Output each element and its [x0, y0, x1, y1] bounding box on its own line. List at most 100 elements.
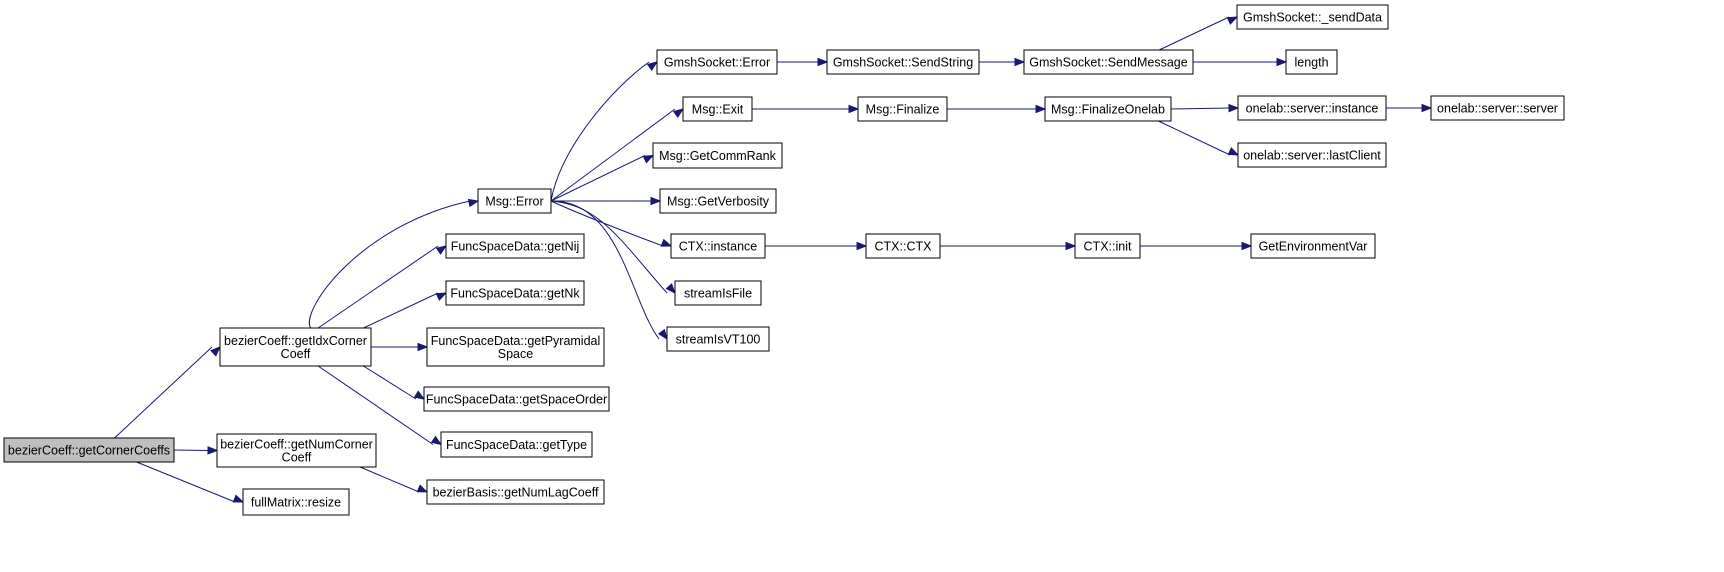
node-label: CTX::init	[1084, 240, 1132, 254]
node-box	[1430, 95, 1565, 121]
edge-getNum-to-getNumLag	[359, 466, 429, 493]
node-label: GmshSocket::_sendData	[1243, 11, 1382, 25]
node-msg-getcommrank[interactable]: Msg::GetCommRank	[652, 142, 783, 169]
call-edges	[114, 16, 1433, 503]
edge-line	[1158, 120, 1231, 156]
node-streamisvt100[interactable]: streamIsVT100	[666, 326, 770, 352]
edge-sendString-to-sendMessage	[979, 57, 1026, 67]
arrowhead	[1241, 241, 1253, 251]
arrowhead	[207, 446, 219, 455]
node-box	[1237, 95, 1387, 121]
node-ctx-ctx[interactable]: CTX::CTX	[865, 233, 941, 259]
node-label: CTX::CTX	[875, 240, 933, 254]
arrowhead	[1035, 104, 1047, 114]
edge-srvInstance-to-srvServer	[1386, 103, 1433, 113]
arrowhead	[1227, 147, 1240, 156]
node-box	[1074, 233, 1141, 259]
node-gmshsocket-senddata[interactable]: GmshSocket::_sendData	[1236, 4, 1389, 30]
edge-line	[363, 365, 417, 400]
node-ctx-init[interactable]: CTX::init	[1074, 233, 1141, 259]
edge-getIdx-to-getPyr	[371, 342, 429, 352]
node-funcspacedata-getnk[interactable]: FuncSpaceData::getNk	[445, 280, 585, 306]
node-label: FuncSpaceData::getSpaceOrder	[426, 393, 607, 407]
node-label: Coeff	[282, 451, 312, 465]
edge-line	[550, 200, 668, 294]
node-length[interactable]: length	[1285, 49, 1338, 75]
node-streamisfile[interactable]: streamIsFile	[674, 280, 762, 306]
node-label: Msg::Exit	[692, 103, 744, 117]
node-box	[682, 96, 753, 122]
node-gmshsocket-sendstring[interactable]: GmshSocket::SendString	[826, 49, 980, 75]
node-msg-exit[interactable]: Msg::Exit	[682, 96, 753, 122]
node-msg-finalize[interactable]: Msg::Finalize	[857, 96, 948, 122]
arrowhead	[848, 104, 860, 114]
edge-ctxCtx-to-ctxInit	[940, 241, 1077, 251]
node-box	[426, 327, 605, 367]
node-box	[857, 96, 948, 122]
node-bezierbasis-getnumlagcoeff[interactable]: bezierBasis::getNumLagCoeff	[426, 479, 605, 505]
edge-line	[550, 200, 664, 247]
edge-gsError-to-sendString	[777, 57, 829, 67]
node-box	[666, 326, 770, 352]
edge-finalizeOnelab-to-lastClient	[1158, 120, 1240, 156]
arrowhead	[1014, 57, 1026, 67]
node-label: Msg::GetVerbosity	[667, 195, 770, 209]
node-box	[426, 479, 605, 505]
edge-line	[1170, 107, 1231, 110]
node-onelab-server-lastclient[interactable]: onelab::server::lastClient	[1237, 142, 1387, 168]
node-fullmatrix-resize[interactable]: fullMatrix::resize	[242, 488, 350, 516]
node-box	[445, 280, 585, 306]
node-gmshsocket-error[interactable]: GmshSocket::Error	[656, 49, 778, 75]
node-funcspacedata-gettype[interactable]: FuncSpaceData::getType	[440, 431, 593, 458]
node-label: Msg::GetCommRank	[659, 149, 776, 163]
edge-msgError-to-ctxInstance	[550, 200, 673, 247]
arrowhead	[416, 484, 429, 493]
node-beziercoeff-getcornercoeffs[interactable]: bezierCoeff::getCornerCoeffs	[3, 437, 175, 463]
node-box	[1023, 49, 1194, 75]
node-label: GmshSocket::Error	[664, 56, 770, 70]
function-nodes: bezierCoeff::getCornerCoeffs bezierCoeff:…	[3, 4, 1565, 516]
edge-ctxInstance-to-ctxCtx	[765, 241, 868, 251]
node-msg-getverbosity[interactable]: Msg::GetVerbosity	[659, 188, 777, 214]
arrowhead	[672, 108, 685, 119]
node-box	[1237, 142, 1387, 168]
node-label: GetEnvironmentVar	[1259, 240, 1368, 254]
edge-msgError-to-streamFile	[550, 200, 676, 295]
node-label: CTX::instance	[679, 240, 758, 254]
edge-ctxInit-to-envVar	[1140, 241, 1253, 251]
node-label: FuncSpaceData::getPyramidal	[431, 334, 601, 348]
edge-getIdx-to-getSpaceOrder	[363, 365, 426, 400]
node-label: Msg::Finalize	[866, 103, 940, 117]
edge-finalize-to-finalizeOnelab	[947, 104, 1047, 114]
node-msg-error[interactable]: Msg::Error	[477, 188, 552, 214]
node-funcspacedata-getspaceorder[interactable]: FuncSpaceData::getSpaceOrder	[423, 386, 610, 412]
edge-line	[317, 245, 439, 329]
edge-msgExit-to-finalize	[752, 104, 860, 114]
node-msg-finalizeonelab[interactable]: Msg::FinalizeOnelab	[1044, 96, 1172, 122]
edge-sendMessage-to-length	[1193, 57, 1288, 67]
edge-line	[550, 108, 676, 202]
arrowhead	[1276, 57, 1288, 67]
node-getenvironmentvar[interactable]: GetEnvironmentVar	[1250, 233, 1376, 259]
node-box	[1044, 96, 1172, 122]
edge-getIdx-to-getType	[317, 365, 443, 446]
node-label: onelab::server::server	[1437, 102, 1558, 116]
node-box	[219, 327, 372, 367]
arrowhead	[650, 196, 662, 206]
arrowhead	[435, 245, 448, 255]
node-ctx-instance[interactable]: CTX::instance	[670, 233, 766, 259]
node-box	[216, 433, 377, 468]
edge-line	[550, 61, 650, 202]
node-onelab-server-instance[interactable]: onelab::server::instance	[1237, 95, 1387, 121]
node-funcspacedata-getnij[interactable]: FuncSpaceData::getNij	[445, 233, 585, 259]
node-label: streamIsVT100	[676, 333, 761, 347]
node-box	[656, 49, 778, 75]
node-gmshsocket-sendmessage[interactable]: GmshSocket::SendMessage	[1023, 49, 1194, 75]
node-onelab-server-server[interactable]: onelab::server::server	[1430, 95, 1565, 121]
node-box	[1285, 49, 1338, 75]
arrowhead	[210, 346, 222, 357]
edge-msgError-to-verbosity	[551, 196, 662, 206]
